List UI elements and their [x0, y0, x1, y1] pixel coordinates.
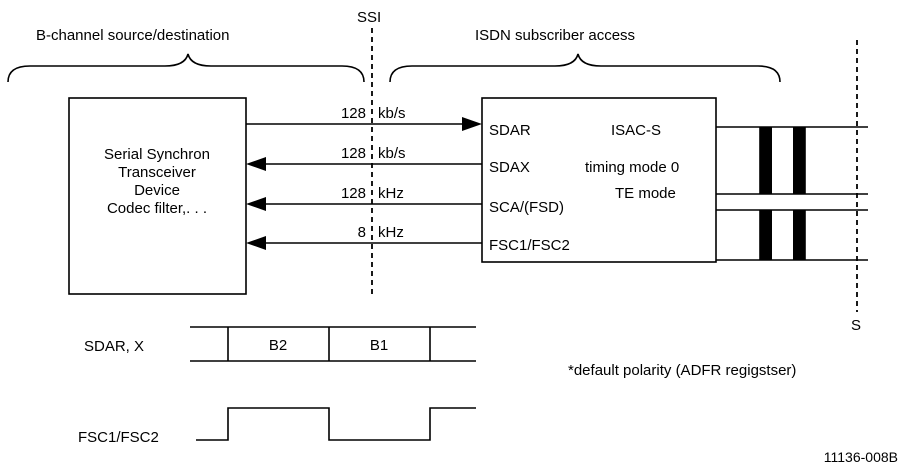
fsc-waveform	[196, 407, 476, 441]
timing-fsc-label: FSC1/FSC2	[78, 429, 159, 446]
signal-2-rate: 128	[341, 145, 366, 162]
isac-mode-line-1: timing mode 0	[585, 159, 679, 176]
sdar-waveform	[190, 326, 476, 362]
source-line-1: Serial Synchron	[104, 146, 210, 163]
figure-id: 11136-008B	[824, 449, 898, 465]
isac-mode-line-2: TE mode	[615, 185, 676, 202]
isac-s-title: ISAC-S	[611, 122, 661, 139]
sdax-arrowhead	[246, 157, 266, 171]
source-line-2: Transceiver	[118, 164, 196, 181]
pin-sdar: SDAR	[489, 122, 531, 139]
right-group-label: ISDN subscriber access	[475, 27, 635, 44]
right-group-brace	[389, 53, 781, 83]
signal-3-rate: 128	[341, 185, 366, 202]
pin-sdax: SDAX	[489, 159, 530, 176]
left-group-label: B-channel source/destination	[36, 27, 229, 44]
left-group-brace	[7, 53, 365, 83]
pin-fsc1-fsc2: FSC1/FSC2	[489, 237, 570, 254]
fsc-arrowhead	[246, 236, 266, 250]
signal-3-unit: kHz	[378, 185, 404, 202]
signal-4-unit: kHz	[378, 224, 404, 241]
ssi-label: SSI	[357, 9, 381, 26]
timing-sdar-label: SDAR, X	[84, 338, 144, 355]
source-line-4: Codec filter,. . .	[107, 200, 207, 217]
s-label: S	[851, 317, 861, 334]
sdar-arrowhead	[462, 117, 482, 131]
slot-b1-label: B1	[370, 337, 388, 354]
source-device-box	[68, 97, 247, 295]
signal-2-unit: kb/s	[378, 145, 406, 162]
footnote: *default polarity (ADFR regigstser)	[568, 362, 796, 379]
signal-1-unit: kb/s	[378, 105, 406, 122]
pin-sca-fsd: SCA/(FSD)	[489, 199, 564, 216]
signal-1-rate: 128	[341, 105, 366, 122]
s-interface-transformer-lower	[716, 209, 868, 261]
source-line-3: Device	[134, 182, 180, 199]
isac-s-box	[481, 97, 717, 263]
s-interface-transformer-upper	[716, 126, 868, 195]
sca-arrowhead	[246, 197, 266, 211]
slot-b2-label: B2	[269, 337, 287, 354]
signal-4-rate: 8	[358, 224, 366, 241]
